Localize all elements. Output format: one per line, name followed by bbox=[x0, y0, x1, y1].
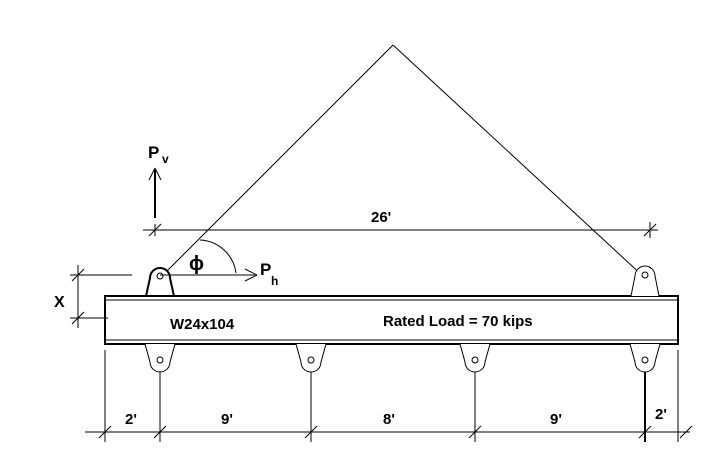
bottom-lug-2 bbox=[295, 343, 327, 373]
left-sling-line bbox=[159, 44, 394, 279]
top-lug-left bbox=[144, 267, 176, 297]
angle-symbol: ϕ bbox=[189, 253, 204, 275]
segment-label-4: 9' bbox=[550, 411, 562, 428]
height-dimension bbox=[70, 265, 132, 328]
beam bbox=[104, 295, 679, 345]
vertical-force-arrow bbox=[148, 167, 162, 218]
vertical-force-subscript: v bbox=[162, 152, 169, 166]
beam-body bbox=[104, 295, 679, 345]
sling-span-dimension bbox=[143, 222, 658, 238]
segment-label-1: 2' bbox=[125, 411, 137, 428]
horizontal-force-label: P bbox=[260, 260, 271, 279]
vertical-force-label: P bbox=[148, 143, 159, 162]
segment-label-5: 2' bbox=[655, 406, 667, 423]
beam-section-label: W24x104 bbox=[170, 316, 235, 333]
right-sling-line bbox=[392, 44, 646, 279]
sling-span-label: 26' bbox=[371, 209, 391, 226]
horizontal-force-subscript: h bbox=[271, 274, 278, 288]
segment-dimension-line bbox=[85, 350, 693, 442]
horizontal-force-arrow bbox=[160, 268, 258, 282]
bottom-lug-4 bbox=[629, 343, 661, 373]
height-offset-label: X bbox=[54, 294, 65, 311]
segment-label-2: 9' bbox=[221, 411, 233, 428]
rated-load-label: Rated Load = 70 kips bbox=[383, 313, 533, 330]
angle-arc bbox=[199, 239, 237, 274]
segment-label-3: 8' bbox=[383, 411, 395, 428]
top-lug-right bbox=[630, 265, 660, 297]
bottom-lug-1 bbox=[144, 343, 176, 373]
bottom-lug-3 bbox=[459, 343, 491, 373]
